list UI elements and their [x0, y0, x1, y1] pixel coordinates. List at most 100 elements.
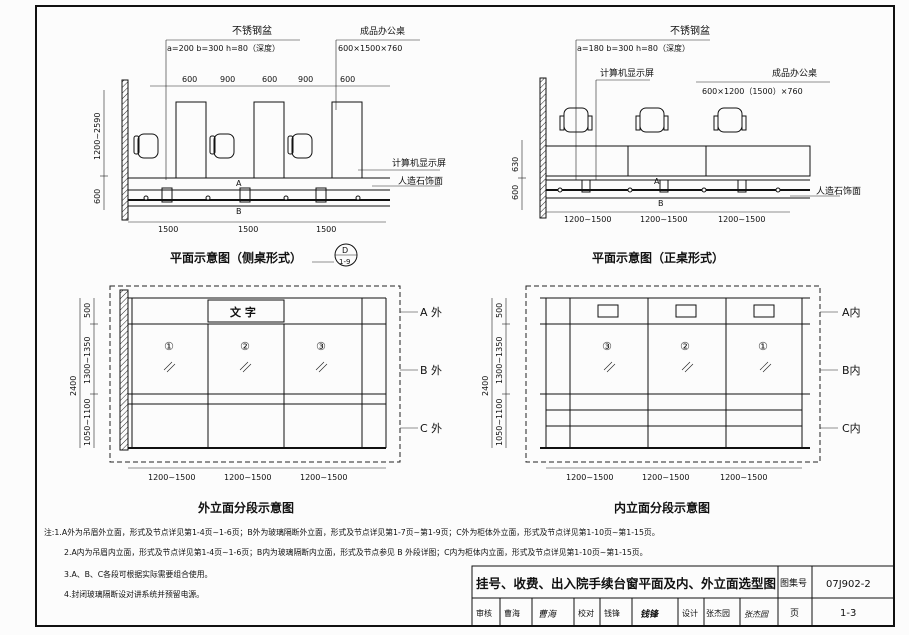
dim-left-lower: 600: [511, 185, 520, 200]
monitor-icon: [161, 187, 327, 203]
page-number: 1-3: [840, 608, 856, 619]
monitor-label: 计算机显示屏: [392, 157, 446, 169]
monitor-label: 计算机显示屏: [600, 67, 654, 79]
label-c: C 外: [420, 422, 442, 435]
desk-label: 成品办公桌: [772, 67, 817, 79]
label-b: B内: [842, 363, 861, 377]
detail-top: D: [342, 246, 348, 255]
svg-text:曹海: 曹海: [504, 608, 520, 618]
elevation-interior: ③ ② ① 2400 500 1300~1350 1050~1100 A内 B内…: [481, 285, 861, 515]
title-block: 挂号、收费、出入院手续台窗平面及内、外立面选型图 图集号 07J902-2 审核…: [471, 565, 895, 627]
dim-bottom-row: 1500 1500 1500: [158, 225, 336, 234]
desk: [253, 101, 285, 179]
svg-text:1200~1500: 1200~1500: [224, 473, 271, 482]
svg-text:1500: 1500: [238, 225, 258, 234]
elevation-exterior: 文 字 ① ② ③ 2400 500 1300~1350 1050~1100: [69, 285, 442, 515]
sink-label: 不锈钢盆: [232, 24, 272, 37]
dim-bottom-row: 1200~1500 1200~1500 1200~1500: [564, 215, 765, 224]
svg-text:1200~1500: 1200~1500: [148, 473, 195, 482]
wall: [121, 79, 129, 221]
desk: [331, 101, 363, 179]
svg-text:500: 500: [83, 303, 92, 318]
svg-text:600: 600: [182, 75, 197, 84]
svg-text:1200~1500: 1200~1500: [566, 473, 613, 482]
svg-text:1200~1500: 1200~1500: [300, 473, 347, 482]
svg-text:校对: 校对: [578, 608, 594, 618]
svg-text:900: 900: [220, 75, 235, 84]
elevation-title: 内立面分段示意图: [614, 500, 710, 515]
note-1: 注:1.A外为吊眉外立面，形式及节点详见第1-4页~1-6页；B外为玻璃隔断外立…: [44, 527, 660, 537]
sheet-title: 挂号、收费、出入院手续台窗平面及内、外立面选型图: [476, 576, 776, 591]
marker-a: A: [236, 179, 242, 188]
dim-top-row: 600 900 600 900 600: [182, 75, 355, 84]
svg-text:②: ②: [240, 340, 250, 353]
stone-label: 人造石饰面: [816, 185, 861, 197]
svg-text:1200~1500: 1200~1500: [640, 215, 687, 224]
drawing-border: [35, 5, 895, 627]
chair: [559, 107, 747, 133]
window-number: ① ② ③: [164, 340, 326, 353]
wall: [539, 77, 547, 219]
label-a: A 外: [420, 306, 442, 319]
label-a: A内: [842, 305, 861, 319]
monitor-icon: [581, 179, 747, 193]
desk-dims: 600×1200（1500）×760: [702, 87, 803, 96]
svg-text:500: 500: [495, 303, 504, 318]
svg-text:900: 900: [298, 75, 313, 84]
atlas-number: 07J902-2: [826, 579, 871, 590]
signage-banner: [207, 299, 285, 323]
svg-text:①: ①: [164, 340, 174, 353]
svg-text:1300~1350: 1300~1350: [83, 337, 92, 384]
plan-title: 平面示意图（正桌形式）: [592, 250, 724, 265]
chair: [133, 133, 313, 159]
dim-left-upper: 630: [511, 157, 520, 172]
svg-text:设计: 设计: [682, 608, 698, 618]
signature: 钱锋: [640, 609, 660, 620]
detail-bottom: 1-9: [339, 258, 350, 266]
window-number: ③ ② ①: [602, 340, 768, 353]
svg-text:600: 600: [262, 75, 277, 84]
dim-total: 2400: [69, 376, 78, 396]
svg-text:③: ③: [316, 340, 326, 353]
svg-text:审核: 审核: [476, 608, 492, 618]
banner-text: 文 字: [230, 305, 256, 319]
atlas-label: 图集号: [780, 577, 807, 589]
svg-text:③: ③: [602, 340, 612, 353]
sink-dims: a=200 b=300 h=80（深度）: [167, 43, 280, 53]
marker-a: A: [654, 177, 660, 186]
signature: 张杰园: [744, 610, 769, 619]
svg-text:600: 600: [340, 75, 355, 84]
svg-text:张杰园: 张杰园: [706, 608, 730, 618]
plan-front-desk: 不锈钢盆 a=180 b=300 h=80（深度） 计算机显示屏 成品办公桌 6…: [511, 24, 861, 265]
note-2: 2.A内为吊眉内立面，形式及节点详见第1-4页~1-6页；B内为玻璃隔断内立面，…: [64, 547, 647, 557]
plan-title: 平面示意图（侧桌形式）: [170, 250, 302, 265]
elevation-title: 外立面分段示意图: [198, 500, 294, 515]
signature: 曹海: [538, 609, 558, 620]
svg-text:钱锋: 钱锋: [604, 608, 620, 618]
svg-text:1200~1500: 1200~1500: [720, 473, 767, 482]
notes: 注:1.A外为吊眉外立面，形式及节点详见第1-4页~1-6页；B外为玻璃隔断外立…: [44, 527, 660, 599]
label-c: C内: [842, 421, 861, 435]
svg-text:1300~1350: 1300~1350: [495, 337, 504, 384]
marker-b: B: [658, 199, 664, 208]
svg-text:1200~1500: 1200~1500: [718, 215, 765, 224]
dim-left-lower: 600: [93, 189, 102, 204]
desk: [175, 101, 207, 179]
dim-total: 2400: [481, 376, 490, 396]
desk-label: 成品办公桌: [360, 25, 405, 37]
sink-dims: a=180 b=300 h=80（深度）: [577, 43, 690, 53]
elevation-outline: [109, 285, 401, 463]
svg-text:1500: 1500: [158, 225, 178, 234]
marker-b: B: [236, 207, 242, 216]
page-label: 页: [790, 608, 799, 619]
svg-text:1200~1500: 1200~1500: [564, 215, 611, 224]
dim-left-upper: 1200~2590: [93, 113, 102, 160]
svg-text:①: ①: [758, 340, 768, 353]
stone-label: 人造石饰面: [398, 175, 443, 187]
elevation-outline: [525, 285, 821, 463]
svg-text:②: ②: [680, 340, 690, 353]
label-b: B 外: [420, 364, 442, 377]
svg-text:1050~1100: 1050~1100: [495, 399, 504, 446]
